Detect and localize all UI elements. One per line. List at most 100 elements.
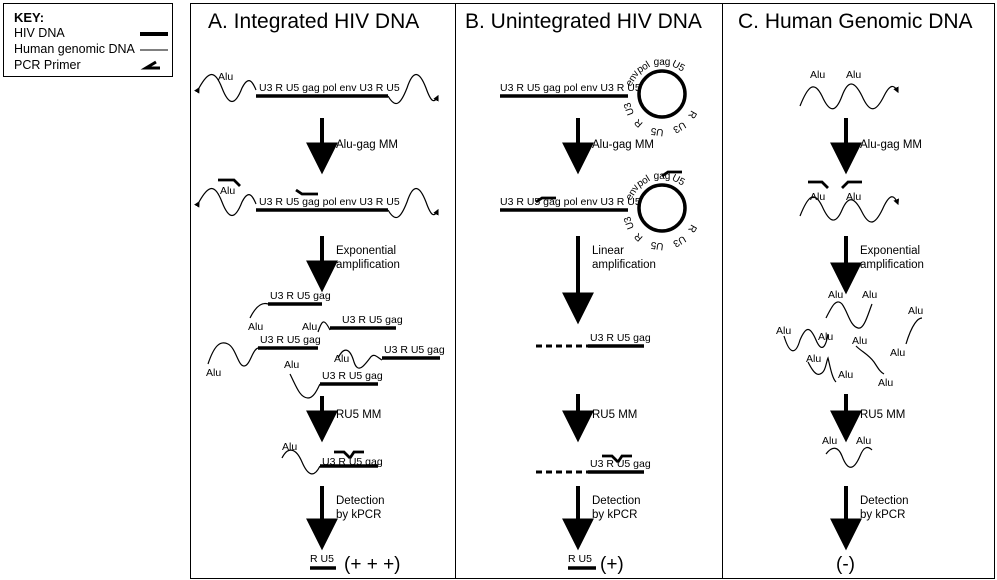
c3-frag1-genomic: [825, 301, 873, 329]
b-step-alu-gag: Alu-gag MM: [592, 139, 654, 151]
key-primer-symbol: [140, 60, 160, 70]
a2-gag-primer: [295, 188, 318, 196]
a-step-detection-2: by kPCR: [336, 509, 381, 521]
a4-primer-reverse: [348, 450, 364, 459]
circle-2-label-4: U3: [622, 214, 637, 230]
b-result: (+): [600, 554, 624, 575]
b4-seq-label: U3 R U5 gag: [590, 458, 651, 470]
a3-frag1-alu-label: Alu: [248, 321, 263, 333]
key-title: KEY:: [14, 10, 45, 25]
key-primer-label: PCR Primer: [14, 58, 81, 72]
panel-divider-2: [722, 4, 723, 578]
c-result: (-): [836, 554, 855, 575]
c3-alu-label-3: Alu: [776, 325, 791, 337]
key-box: KEY: HIV DNA Human genomic DNA PCR Prime…: [3, 3, 173, 77]
c3-frag3-genomic: [905, 317, 923, 345]
circle-2-label-7: U3: [671, 233, 688, 249]
c3-frag4-genomic: [855, 345, 885, 375]
c2-alu-label-1: Alu: [810, 191, 825, 203]
a3-frag4-seq-label: U3 R U5 gag: [384, 344, 445, 356]
a4-seq-label: U3 R U5 gag: [322, 456, 383, 468]
b-step-detection-1: Detection: [592, 495, 641, 507]
circle-2-label-6: U5: [650, 239, 665, 252]
a3-frag1-seq-label: U3 R U5 gag: [270, 290, 331, 302]
a3-frag1-genomic: [249, 302, 269, 319]
a2-left-genomic: [194, 187, 257, 217]
c3-frag5-genomic: [807, 356, 837, 383]
a-result: (+ + +): [344, 554, 401, 575]
key-human-dna-label: Human genomic DNA: [14, 42, 135, 56]
c3-alu-label-9: Alu: [806, 353, 821, 365]
b-step-linear-2: amplification: [592, 259, 656, 271]
a4-primer-forward: [334, 450, 351, 459]
b-step-detection-2: by kPCR: [592, 509, 637, 521]
a-step-ru5mm: RU5 MM: [336, 409, 381, 421]
c-step-ru5mm: RU5 MM: [860, 409, 905, 421]
c-step-detection-1: Detection: [860, 495, 909, 507]
a1-hiv-seq-label: U3 R U5 gag pol env U3 R U5: [259, 82, 400, 94]
c3-alu-label-7: Alu: [852, 335, 867, 347]
a2-alu-label: Alu: [220, 185, 235, 197]
a-step-exponential-1: Exponential: [336, 245, 396, 257]
c3-alu-label-2: Alu: [862, 289, 877, 301]
c3-frag2-genomic: [783, 328, 829, 352]
a3-frag3-alu-label: Alu: [206, 367, 221, 379]
panel-c-title: C. Human Genomic DNA: [738, 10, 973, 33]
c1-alu-label-2: Alu: [846, 69, 861, 81]
a3-frag2-alu-label: Alu: [302, 321, 317, 333]
b1-hiv-seq-label: U3 R U5 gag pol env U3 R U5: [500, 82, 641, 94]
key-symbols: [140, 32, 168, 70]
a5-product-label: R U5: [310, 553, 334, 565]
a2-alu-primer: [218, 178, 241, 187]
c2-alu-label-2: Alu: [846, 191, 861, 203]
c2-genomic: [799, 196, 900, 223]
c1-alu-label-1: Alu: [810, 69, 825, 81]
circle-2-label-5: R: [633, 230, 646, 243]
c-step-alu-gag: Alu-gag MM: [860, 139, 922, 151]
c-step-exponential-2: amplification: [860, 259, 924, 271]
circle-2-label-0: U5: [670, 173, 687, 189]
a-step-alu-gag: Alu-gag MM: [336, 139, 398, 151]
circle-1-label-7: U3: [671, 119, 688, 135]
b4-primer-reverse: [616, 454, 632, 463]
a3-frag4-genomic: [337, 349, 383, 369]
a1-alu-label: Alu: [218, 71, 233, 83]
circle-2-label-8: R: [685, 222, 698, 234]
b4-primer-forward: [602, 454, 619, 463]
b2-hiv-seq-label: U3 R U5 gag pol env U3 R U5: [500, 196, 641, 208]
c2-primer-reverse: [841, 180, 862, 189]
circle-1-label-1: gag: [654, 57, 671, 68]
b1-circular-dna: [637, 69, 687, 119]
c3-alu-label-4: Alu: [818, 331, 833, 343]
a-step-detection-1: Detection: [336, 495, 385, 507]
c4-genomic: [825, 446, 873, 468]
b2-circle-primer: [661, 170, 682, 178]
c1-genomic: [799, 83, 899, 110]
c3-alu-label-6: Alu: [890, 347, 905, 359]
c-step-exponential-1: Exponential: [860, 245, 920, 257]
c4-alu-label-2: Alu: [856, 435, 871, 447]
b-step-linear-1: Linear: [592, 245, 624, 257]
a3-frag5-seq-label: U3 R U5 gag: [322, 370, 383, 382]
c3-alu-label-8: Alu: [878, 377, 893, 389]
b3-seq-label: U3 R U5 gag: [590, 332, 651, 344]
c3-alu-label-10: Alu: [838, 369, 853, 381]
circle-1-label-4: U3: [622, 100, 637, 116]
a4-genomic: [281, 449, 321, 475]
a3-frag4-alu-label: Alu: [334, 353, 349, 365]
a-step-exponential-2: amplification: [336, 259, 400, 271]
a3-frag5-genomic: [289, 373, 321, 399]
a1-right-genomic: [387, 73, 439, 105]
c4-alu-label-1: Alu: [822, 435, 837, 447]
a2-hiv-seq-label: U3 R U5 gag pol env U3 R U5: [259, 196, 400, 208]
c3-alu-label-1: Alu: [828, 289, 843, 301]
circle-1-label-8: R: [685, 108, 698, 120]
key-hiv-dna-label: HIV DNA: [14, 26, 65, 40]
b-step-ru5mm: RU5 MM: [592, 409, 637, 421]
a3-frag3-genomic: [207, 342, 259, 367]
panel-b-title: B. Unintegrated HIV DNA: [465, 10, 702, 33]
circle-2-label-1: gag: [654, 171, 671, 182]
